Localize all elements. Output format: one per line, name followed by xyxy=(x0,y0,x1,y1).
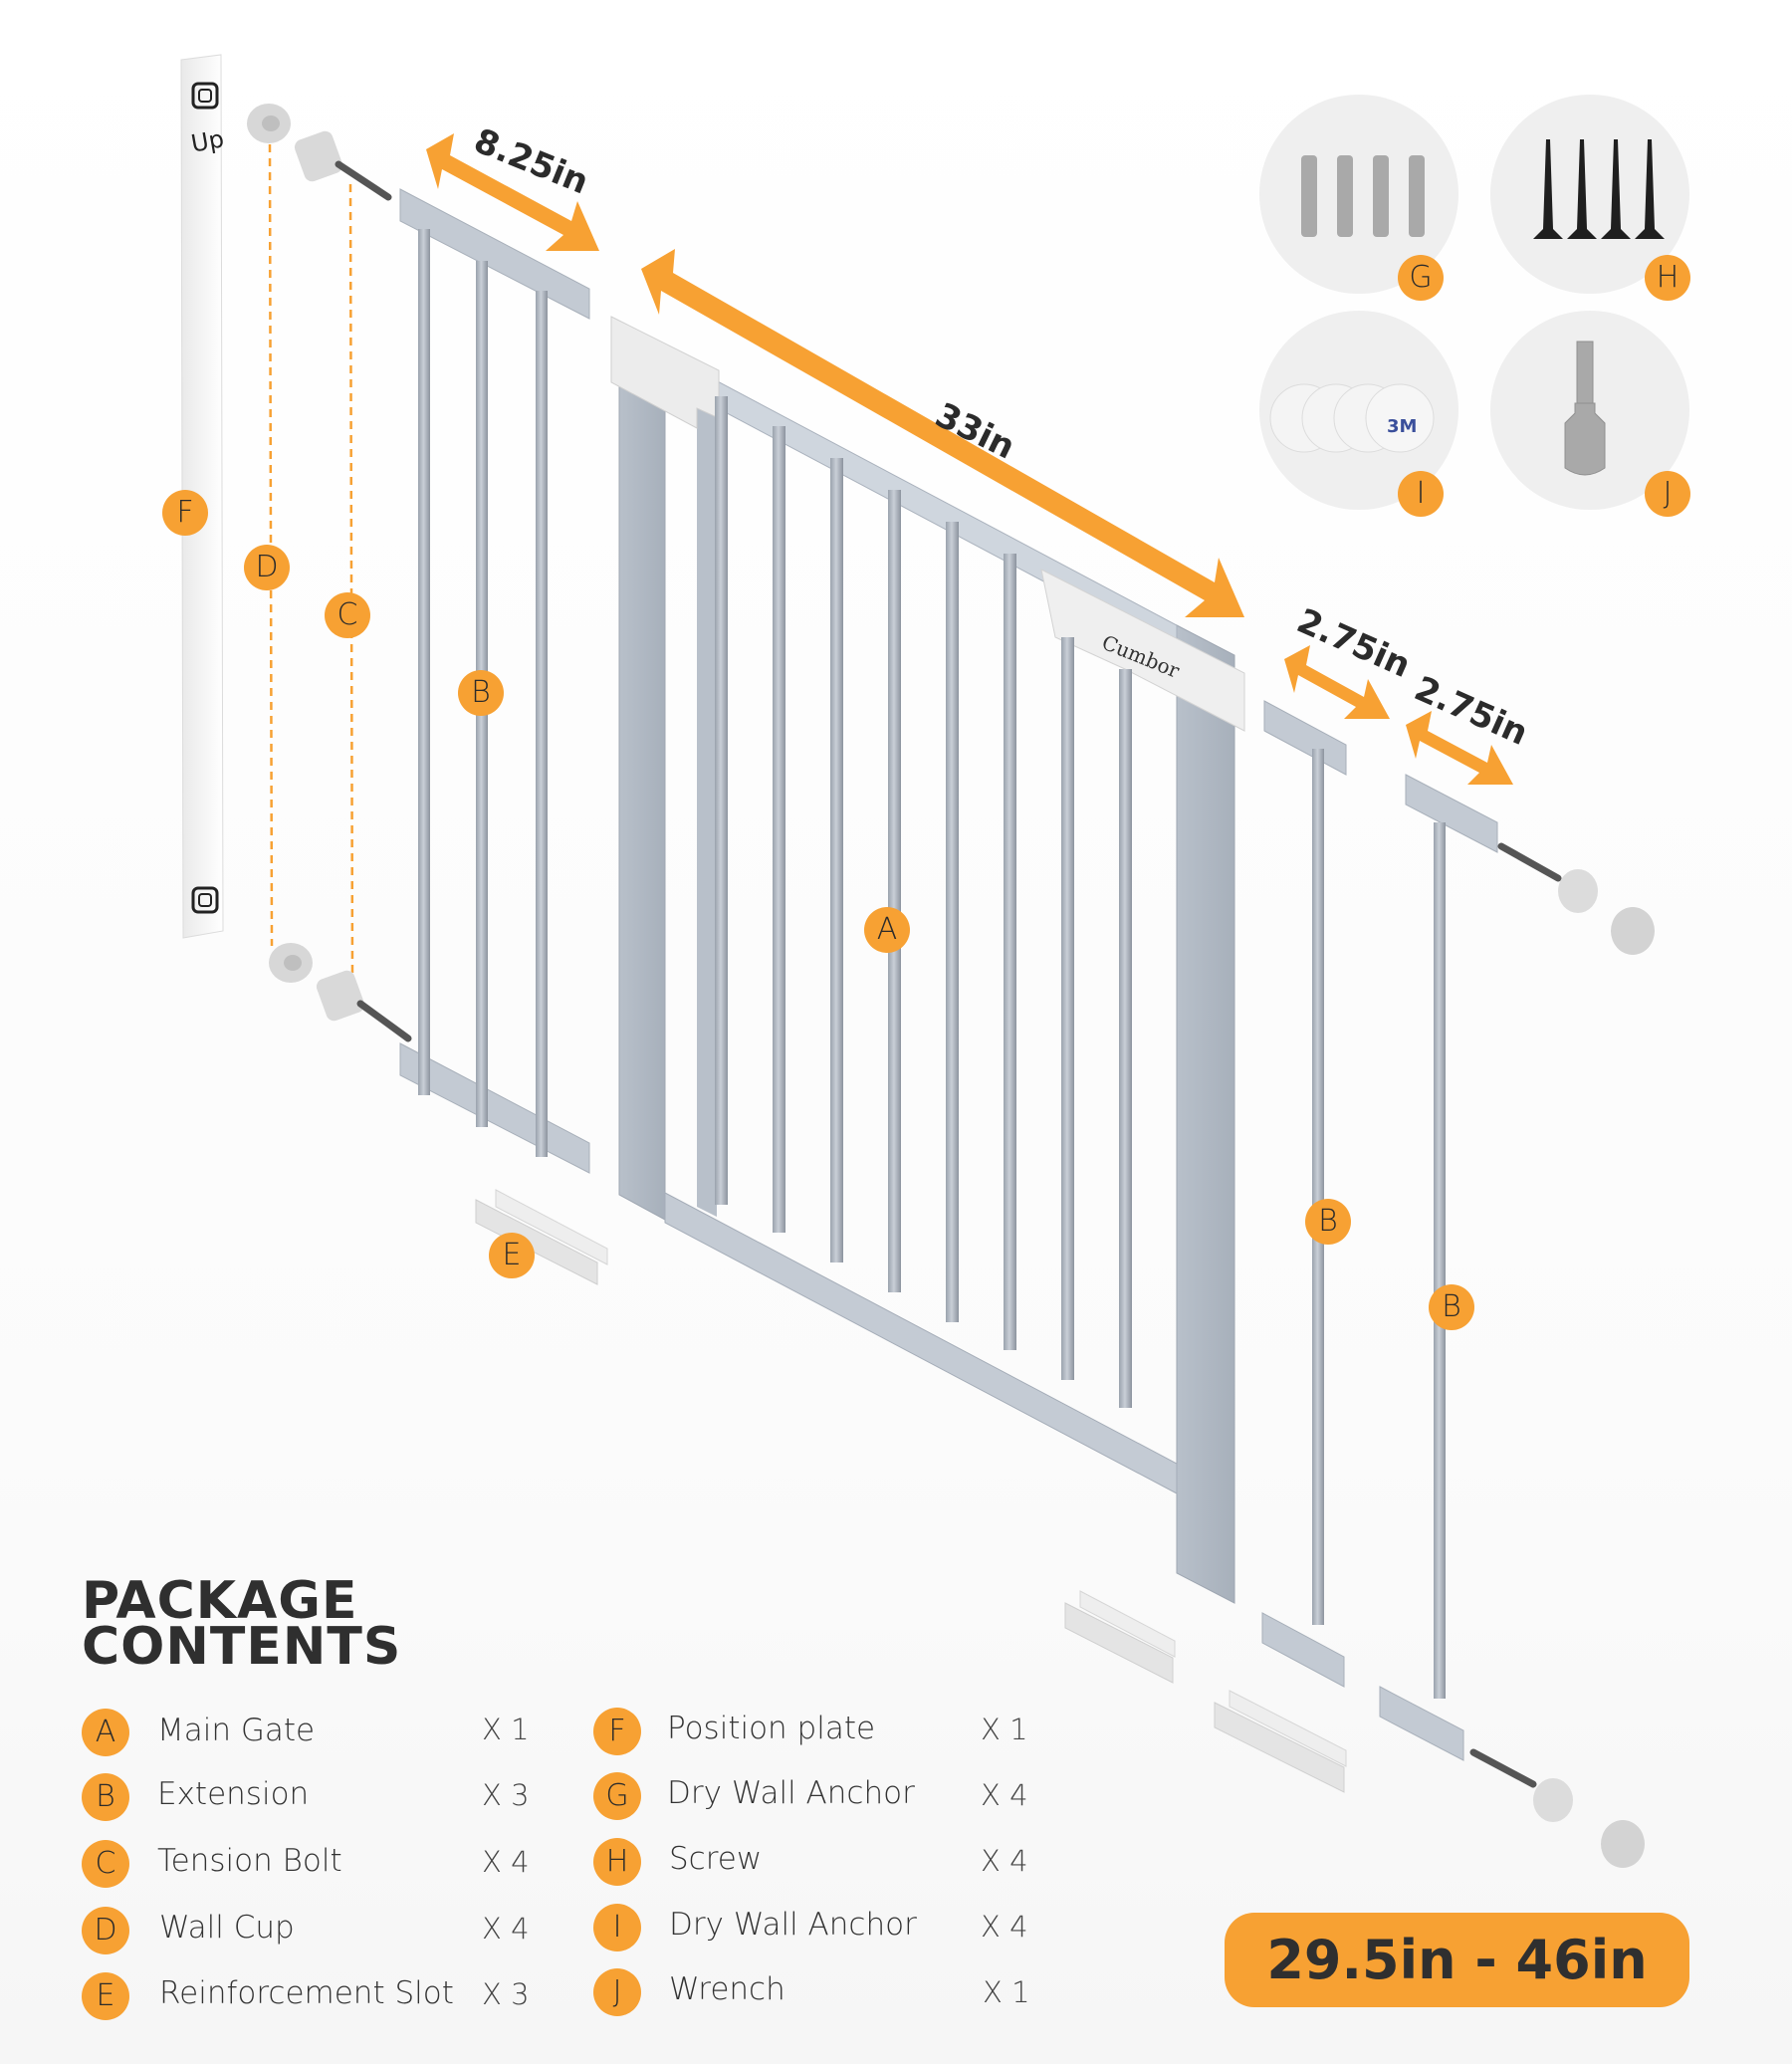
item-name: Wall Cup xyxy=(159,1910,295,1946)
item-qty: X 4 xyxy=(482,1912,530,1946)
item-letter-badge: H xyxy=(593,1838,641,1886)
item-letter-badge: B xyxy=(82,1773,129,1821)
item-qty: X 3 xyxy=(482,1778,530,1812)
extension-left-illustration xyxy=(399,188,590,1174)
wall-cup-top xyxy=(247,104,291,143)
item-letter-badge: F xyxy=(593,1708,641,1755)
list-item: J xyxy=(593,1967,641,2017)
list-item: I xyxy=(593,1903,641,1952)
callout-badge-d: D xyxy=(244,545,290,590)
extension-right-1-illustration xyxy=(1261,700,1347,1688)
item-name: Position plate xyxy=(667,1711,876,1746)
callout-badge-g: G xyxy=(1398,255,1444,301)
callout-badge-i: I xyxy=(1398,471,1444,517)
item-letter-badge: E xyxy=(82,1972,129,2020)
item-name: Extension xyxy=(157,1776,310,1812)
position-plate-up-label: Up xyxy=(188,124,226,158)
callout-badge-a: A xyxy=(864,907,910,953)
item-name: Tension Bolt xyxy=(157,1843,342,1879)
item-letter-badge: I xyxy=(593,1904,641,1951)
callout-badge-j: J xyxy=(1645,471,1690,517)
list-item: F xyxy=(593,1707,641,1756)
callout-badge-b-left: B xyxy=(458,670,504,716)
item-qty: X 1 xyxy=(983,1975,1030,2009)
drywall-anchor-icon xyxy=(1301,155,1425,237)
callout-badge-f: F xyxy=(162,490,208,536)
item-letter-badge: A xyxy=(82,1709,129,1756)
extension-right-2-illustration xyxy=(1379,774,1498,1761)
package-contents-title: PACKAGE CONTENTS xyxy=(82,1571,402,1677)
item-qty: X 4 xyxy=(981,1778,1028,1812)
item-name: Reinforcement Slot xyxy=(159,1975,454,2011)
dimension-arrows xyxy=(426,133,1513,785)
title-line-2: CONTENTS xyxy=(82,1617,402,1677)
list-item: C xyxy=(82,1839,129,1889)
item-name: Screw xyxy=(669,1841,763,1877)
adhesive-pad-icon xyxy=(1269,383,1435,453)
tension-bolt-top xyxy=(294,130,392,201)
list-item: D xyxy=(82,1906,129,1955)
main-gate-illustration xyxy=(610,316,1245,1604)
title-line-1: PACKAGE xyxy=(82,1571,358,1631)
item-letter-badge: D xyxy=(82,1907,129,1954)
item-qty: X 4 xyxy=(981,1844,1028,1878)
screw-icon xyxy=(1533,139,1665,239)
item-name: Wrench xyxy=(669,1971,785,2007)
callout-badge-c: C xyxy=(325,592,370,638)
item-qty: X 3 xyxy=(482,1977,530,2011)
wrench-icon xyxy=(1564,341,1606,476)
list-item: A xyxy=(82,1708,129,1757)
item-qty: X 4 xyxy=(981,1910,1028,1944)
item-letter-badge: G xyxy=(593,1772,641,1820)
tension-bolt-bottom xyxy=(316,970,412,1042)
item-name: Main Gate xyxy=(157,1713,316,1748)
size-range-badge: 29.5in - 46in xyxy=(1225,1913,1689,2007)
list-item: E xyxy=(82,1971,129,2021)
item-name: Dry Wall Anchor xyxy=(667,1775,915,1811)
list-item: B xyxy=(82,1772,129,1822)
item-letter-badge: C xyxy=(82,1840,129,1888)
callout-badge-h: H xyxy=(1645,255,1690,301)
list-item: G xyxy=(593,1771,641,1821)
item-letter-badge: J xyxy=(593,1968,641,2016)
item-qty: X 1 xyxy=(482,1713,530,1746)
list-item: H xyxy=(593,1837,641,1887)
item-qty: X 1 xyxy=(981,1713,1028,1746)
wall-cup-bottom xyxy=(269,943,313,983)
callout-badge-b-right-1: B xyxy=(1305,1199,1351,1245)
adhesive-pad-text: 3M xyxy=(1387,416,1418,437)
size-range-text: 29.5in - 46in xyxy=(1266,1929,1648,1991)
item-name: Dry Wall Anchor xyxy=(669,1907,917,1943)
item-qty: X 4 xyxy=(482,1845,530,1879)
callout-badge-e: E xyxy=(489,1233,535,1278)
callout-badge-b-right-2: B xyxy=(1429,1284,1474,1330)
position-plate-illustration xyxy=(180,54,224,939)
